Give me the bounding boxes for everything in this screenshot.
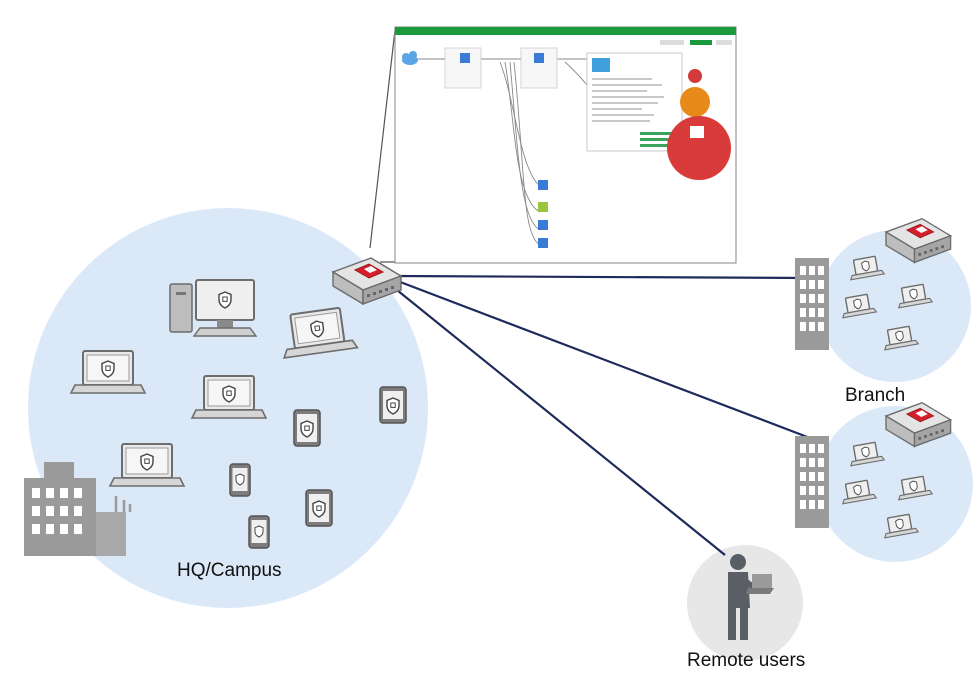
hq-building-icon bbox=[24, 462, 132, 556]
cloud-icon bbox=[402, 51, 418, 65]
phone-shield-icon bbox=[248, 515, 270, 549]
phone-shield-icon bbox=[229, 463, 251, 497]
tablet-shield-icon bbox=[380, 387, 406, 423]
management-console-screenshot bbox=[394, 26, 737, 264]
link-to-remote-users bbox=[391, 285, 726, 556]
branch-label: Branch bbox=[845, 385, 906, 406]
laptop-shield-icon bbox=[71, 351, 145, 393]
tablet-shield-icon bbox=[306, 490, 332, 526]
remote-users-label: Remote users bbox=[687, 650, 806, 671]
desktop-shield-icon bbox=[169, 279, 258, 337]
network-links bbox=[391, 274, 811, 556]
branch-bottom-building-icon bbox=[795, 436, 829, 528]
branch-zone-top bbox=[819, 230, 971, 382]
hq-campus-label: HQ/Campus bbox=[177, 560, 282, 581]
link-to-branch-bottom bbox=[394, 278, 811, 440]
link-to-branch-top bbox=[394, 274, 809, 280]
laptop-shield-icon bbox=[192, 376, 266, 418]
laptop-shield-icon bbox=[110, 444, 184, 486]
console-header-bar bbox=[395, 27, 736, 35]
remote-user-icon bbox=[728, 554, 774, 640]
branch-top-building-icon bbox=[795, 258, 829, 350]
tablet-shield-icon bbox=[294, 410, 320, 446]
